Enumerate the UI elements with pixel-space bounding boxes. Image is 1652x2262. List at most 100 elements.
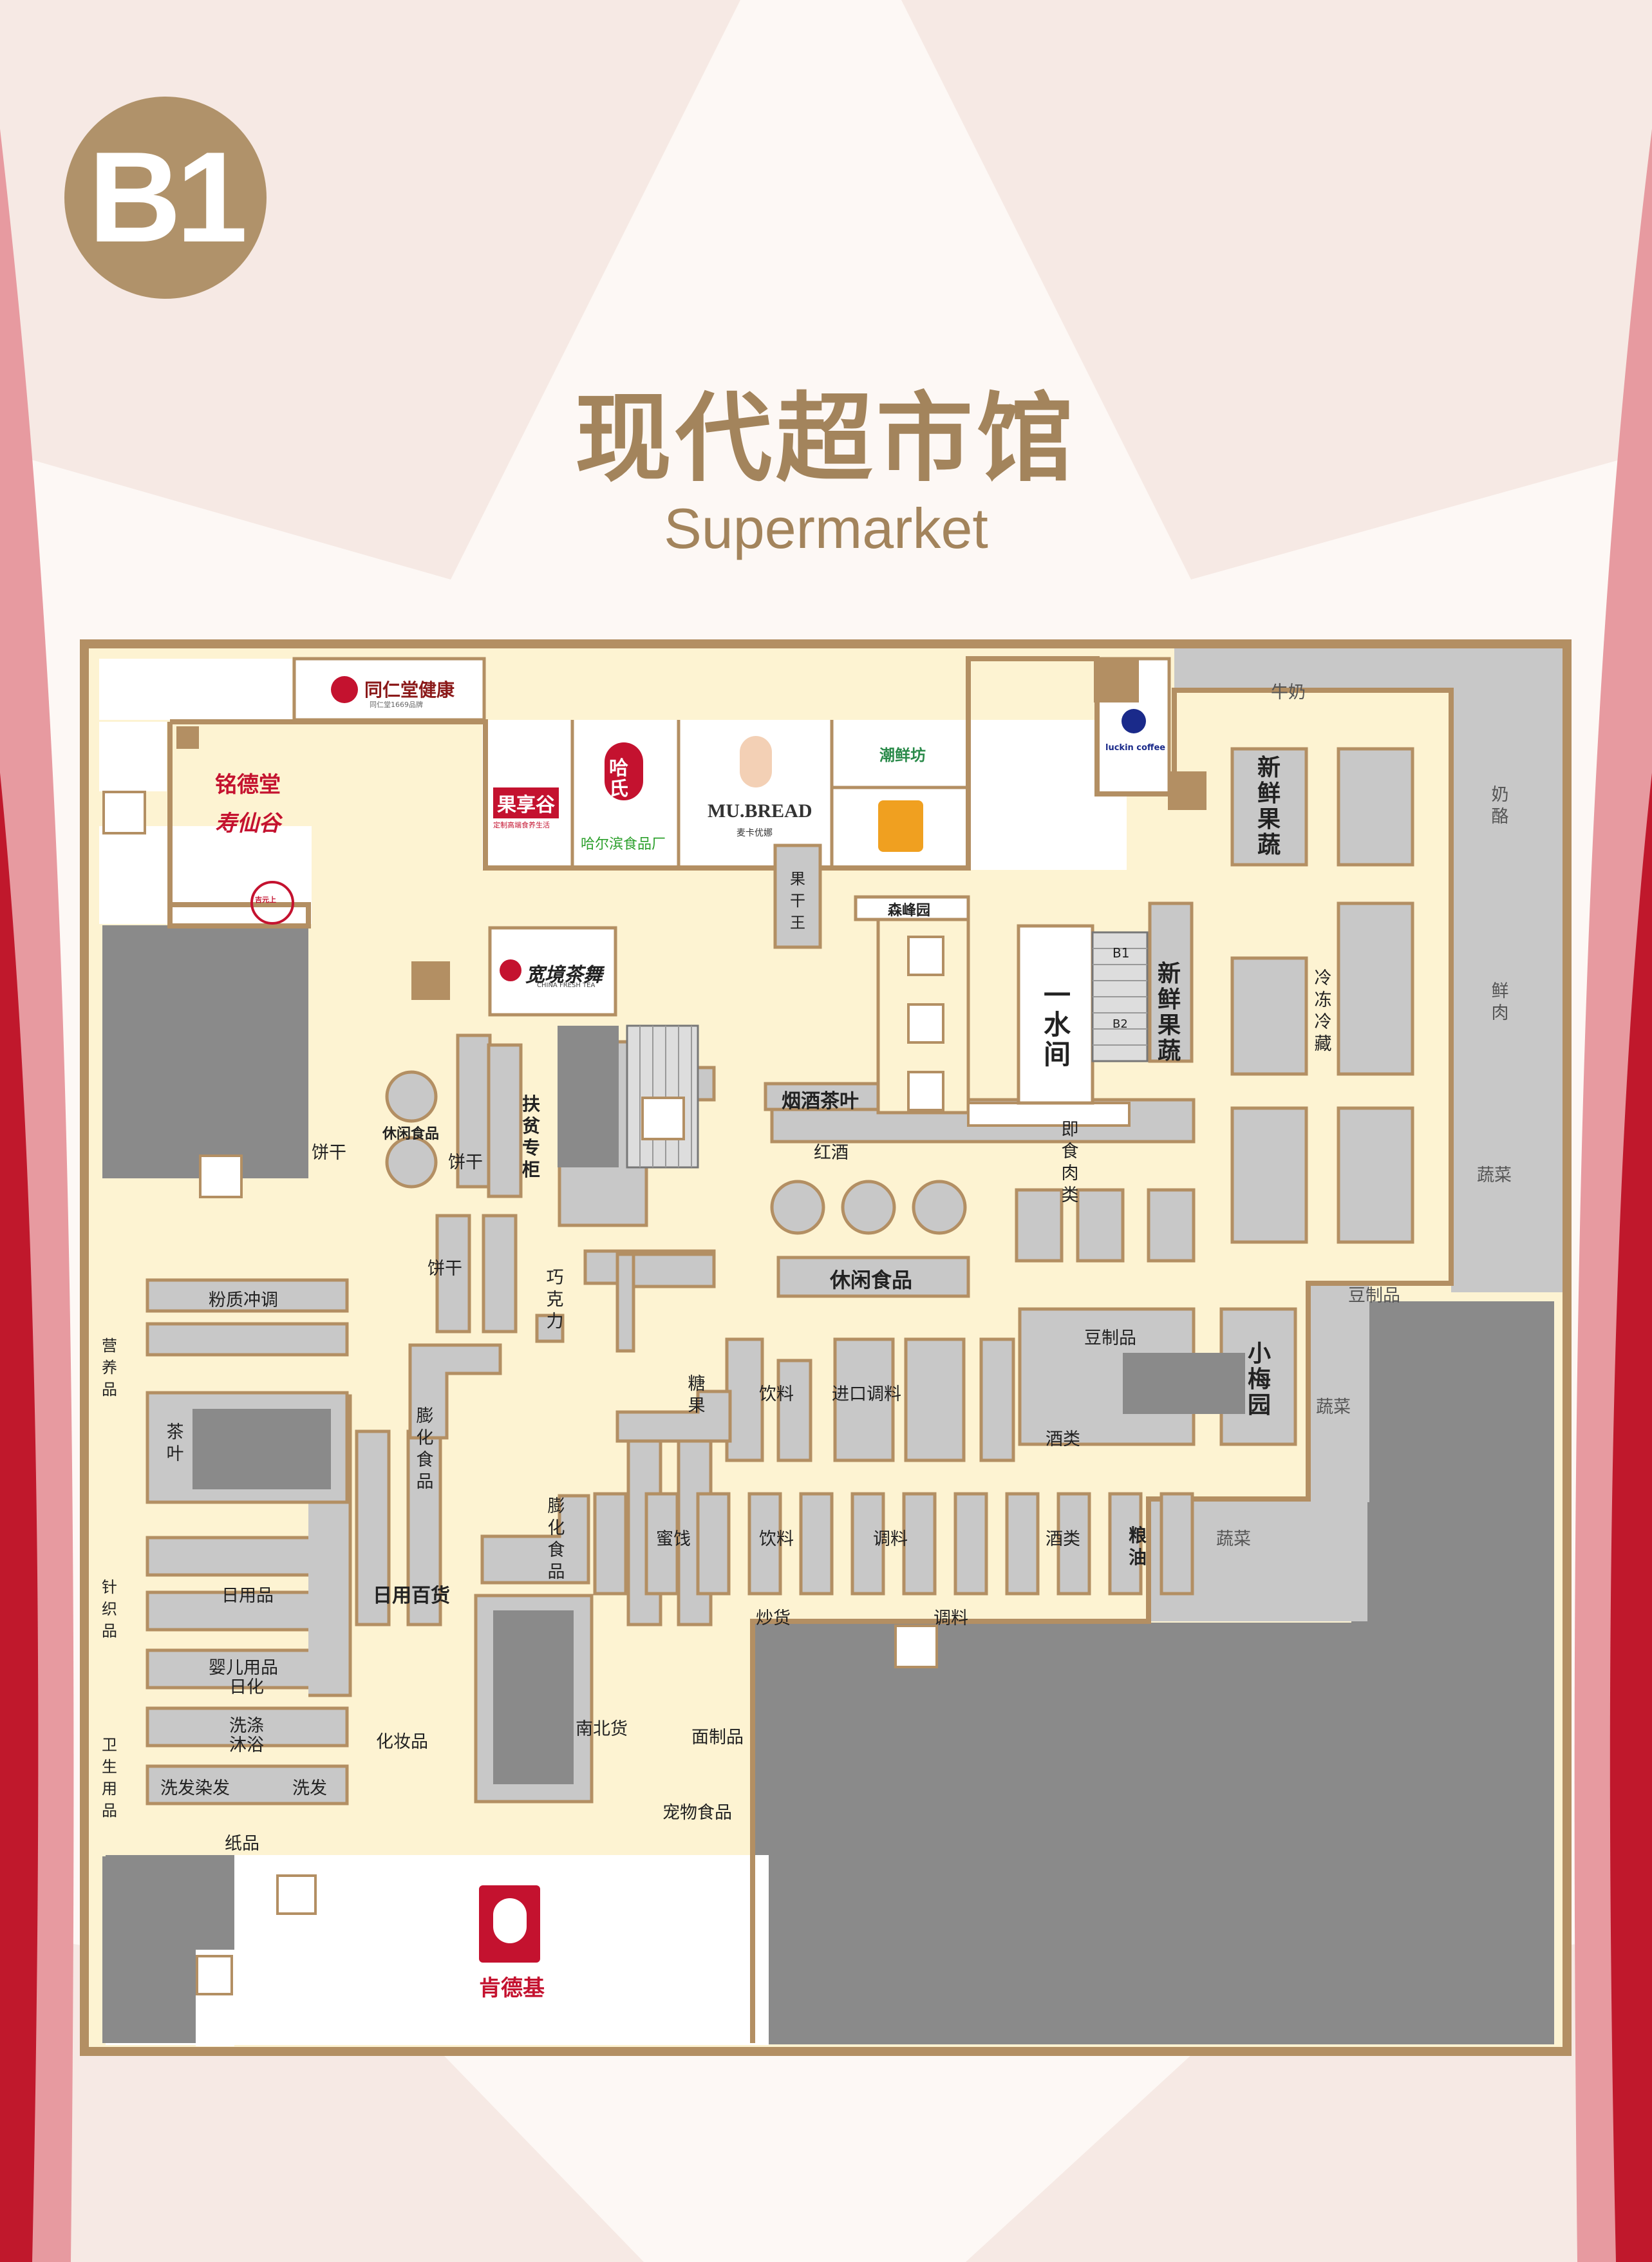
store-sublabel: 同仁堂1669品牌: [370, 701, 423, 709]
store-label: 潮鲜坊: [879, 746, 926, 764]
toilet-icon: [411, 961, 450, 1000]
zone-label: 进口调料: [832, 1384, 901, 1404]
zone-label: 调料: [873, 1529, 908, 1549]
zone-label: 糖果: [688, 1374, 706, 1416]
zone-label: 森峰园: [888, 903, 931, 919]
floor-badge: B1: [64, 97, 267, 299]
zone-label: 冷冻冷藏: [1314, 968, 1332, 1054]
zone-label: 小梅园: [1247, 1341, 1271, 1418]
zone-label: 烟酒茶叶: [782, 1090, 859, 1113]
toilet-icon: [176, 726, 199, 749]
zone-label: 扶贫专柜: [521, 1093, 540, 1180]
zone-label: 纸品: [225, 1834, 259, 1854]
zone-label: 洗发染发: [160, 1778, 230, 1798]
zone-label: 面制品: [691, 1728, 744, 1748]
zone-label: 宠物食品: [662, 1803, 732, 1823]
store-sublabel: CHINA FRESH TEA: [537, 982, 596, 989]
zone-label: 休闲食品: [830, 1268, 913, 1292]
exit-icon: [894, 1625, 938, 1668]
zone-label: 红酒: [814, 1143, 849, 1163]
zone-label: 营养品: [102, 1337, 117, 1399]
parking-block: [753, 1623, 1554, 2044]
deer-logo-icon: [1122, 709, 1146, 733]
floor-plan: [80, 639, 1572, 2056]
store-cartoon[interactable]: [834, 789, 966, 867]
store-label: 铭德堂: [215, 772, 281, 798]
zone-label: 日用品: [221, 1586, 274, 1606]
zone-label: 豆制品: [1084, 1328, 1136, 1348]
store-kfc[interactable]: 肯德基: [453, 1885, 563, 2027]
zone-label: 沐浴: [229, 1735, 264, 1755]
lift-icon: [907, 936, 944, 976]
zone-label: 炒货: [756, 1608, 791, 1628]
store-sublabel: 麦卡优娜: [737, 828, 773, 838]
zone-label: 洗涤: [229, 1716, 264, 1736]
zone-label: 牛奶: [1271, 683, 1306, 702]
zone-label: 卫生用品: [102, 1736, 117, 1820]
page-title: 现代超市馆: [574, 383, 1077, 495]
toilet-icon: [1094, 657, 1139, 702]
zone-label: 鲜肉: [1491, 981, 1509, 1023]
page-subtitle: Supermarket: [664, 496, 988, 560]
zone-label: 洗发: [292, 1778, 327, 1798]
store-tongrentang[interactable]: 同仁堂健康 同仁堂1669品牌: [299, 662, 482, 717]
parking-block: [1351, 1301, 1554, 1630]
zone-label: 饼干: [427, 1259, 462, 1279]
zone-label: 奶酪: [1491, 785, 1509, 827]
store-kuanjing[interactable]: 宽境茶舞 CHINA FRESH TEA: [492, 930, 614, 1014]
zone-label: 膨化食品: [547, 1496, 565, 1582]
zone-label: 酒类: [1046, 1529, 1080, 1549]
zone-label: 粮油: [1128, 1525, 1147, 1568]
zone-label: 婴儿用品: [209, 1658, 278, 1678]
store-label: 哈尔滨食品厂: [581, 836, 666, 853]
zone-label: 化妆品: [376, 1732, 428, 1752]
store-label: 宽境茶舞: [525, 964, 603, 986]
cartoon-logo-icon: [878, 800, 923, 852]
store-harbin[interactable]: 哈氏 哈尔滨食品厂: [576, 723, 679, 868]
store-mubread[interactable]: MU.BREAD 麦卡优娜: [682, 723, 830, 868]
chef-logo-icon: [740, 736, 772, 787]
escalator-label-b1: B1: [1112, 945, 1130, 961]
exit-icon: [102, 791, 146, 834]
zone-label: 蔬菜: [1477, 1165, 1512, 1185]
zone-label: 豆制品: [1348, 1286, 1400, 1306]
zone-label: 膨化食品: [416, 1406, 434, 1492]
parking-block: [102, 925, 308, 1178]
zone-label: 针织品: [102, 1578, 117, 1640]
store-chaoxianfang[interactable]: 潮鲜坊: [834, 723, 966, 784]
store-label: 肯德基: [479, 1975, 545, 2001]
exit-icon: [276, 1874, 317, 1915]
store-label: luckin coffee: [1105, 743, 1166, 753]
store-luckin[interactable]: luckin coffee: [1099, 661, 1169, 793]
badge-logo-text: 吉元上: [255, 896, 276, 904]
zone-label: 蜜饯: [656, 1529, 691, 1549]
tea-logo-icon: [500, 959, 521, 981]
zone-label: 酒类: [1046, 1429, 1080, 1449]
zone-label: 日用百货: [373, 1585, 450, 1607]
store-label: 果享谷: [493, 787, 559, 818]
store-label: 寿仙谷: [215, 811, 281, 836]
zone-label: 茶叶: [166, 1422, 184, 1464]
zone-label: 即食肉类: [1061, 1120, 1079, 1205]
zone-label: 南北货: [576, 1719, 628, 1739]
lift-icon: [907, 1003, 944, 1044]
store-guoxianggu[interactable]: 果享谷 定制高端食养生活: [485, 723, 572, 868]
zone-label: 新鲜果蔬: [1157, 961, 1181, 1064]
zone-label: 巧克力: [546, 1268, 564, 1332]
store-mingdetang[interactable]: 铭德堂 寿仙谷: [212, 762, 308, 845]
zone-label: 果干王: [790, 870, 805, 932]
zone-label: 蔬菜: [1316, 1397, 1351, 1417]
lift-icon: [907, 1071, 944, 1111]
zone-label: 饼干: [312, 1143, 346, 1163]
zone-label: 日化: [229, 1677, 264, 1697]
toilet-icon: [1168, 771, 1206, 810]
escalator-icon: [641, 1097, 685, 1140]
escalator-label-b2: B2: [1112, 1017, 1128, 1031]
zone-label: 饼干: [448, 1153, 483, 1173]
elevator-icon: [196, 1955, 233, 1995]
store-label: 同仁堂健康: [364, 679, 455, 701]
tongrentang-logo-icon: [331, 676, 358, 703]
zone-label: 一水间: [1043, 979, 1071, 1070]
floor-map: 同仁堂健康 同仁堂1669品牌 铭德堂 寿仙谷 吉元上 果享谷 定制高端食养生活…: [80, 639, 1572, 2056]
zone-label: 蔬菜: [1216, 1529, 1251, 1549]
